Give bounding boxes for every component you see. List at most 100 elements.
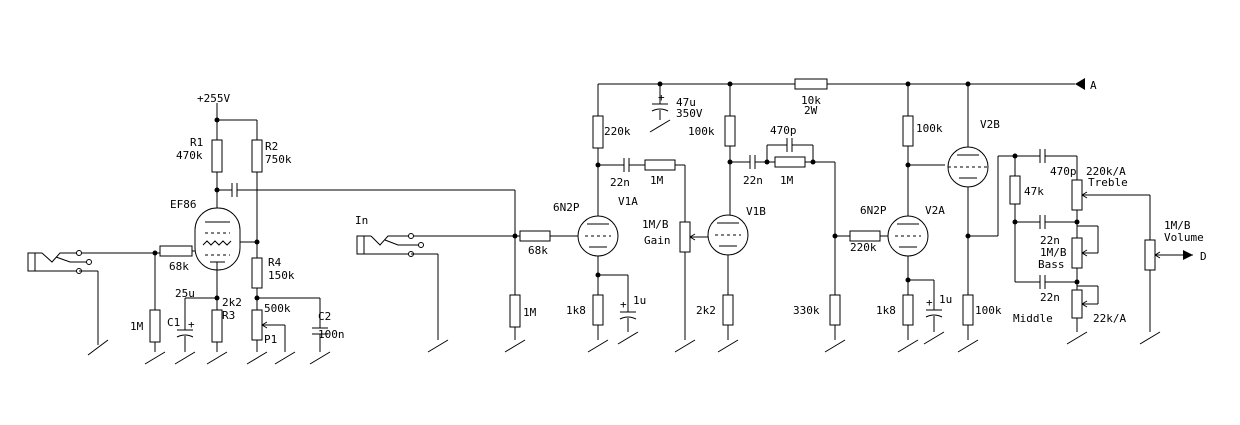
label-22n-v1b: 22n — [743, 174, 763, 187]
label-gain-val: 1M/B — [642, 218, 669, 231]
label-b-plus: +255V — [197, 92, 230, 105]
label-6n2p-v1: 6N2P — [553, 201, 580, 214]
input-jack-2 — [356, 233, 424, 257]
label-treble-pot: 220k/A — [1086, 165, 1126, 178]
label-v2b: V2B — [980, 118, 1000, 131]
label-volume-name: Volume — [1164, 231, 1204, 244]
resistor-47k — [1009, 175, 1021, 205]
label-p1-val: 500k — [264, 302, 291, 315]
label-a: A — [1090, 79, 1097, 92]
label-1k8-v1a: 1k8 — [566, 304, 586, 317]
label-1m-v1b: 1M — [780, 174, 794, 187]
resistor-330k — [829, 294, 841, 326]
resistor-10k-2w — [794, 78, 828, 90]
label-1m-v1a-out: 1M — [650, 174, 664, 187]
label-treble-name: Treble — [1088, 176, 1128, 189]
triode-v2a — [887, 215, 929, 257]
ef86-pentode — [194, 207, 241, 271]
arrow-a — [1075, 78, 1085, 90]
resistor-1m-v1b — [774, 156, 806, 168]
label-470p-bright: 470p — [770, 124, 797, 137]
label-2w: 2W — [804, 104, 818, 117]
label-1u-v2a: 1u — [939, 293, 952, 306]
label-d: D — [1200, 250, 1207, 263]
resistor-1k8-v2a — [902, 294, 914, 326]
label-r4-val: 150k — [268, 269, 295, 282]
label-100k-v2a: 100k — [916, 122, 943, 135]
resistor-2k2-v1b — [722, 294, 734, 326]
input-jack-1 — [27, 250, 92, 274]
label-68k-grid: 68k — [169, 260, 189, 273]
resistor-220k-v1a — [592, 115, 604, 149]
resistor-68k-grid — [159, 245, 193, 257]
resistor-100k-v2a — [902, 115, 914, 147]
resistor-1m-gain — [644, 159, 676, 171]
label-68k-v1a: 68k — [528, 244, 548, 257]
pot-gain — [679, 221, 691, 253]
label-ef86: EF86 — [170, 198, 197, 211]
label-c2-name: C2 — [318, 310, 331, 323]
label-1k8-v2a: 1k8 — [876, 304, 896, 317]
resistor-100k-v2b — [962, 294, 974, 326]
label-r2-val: 750k — [265, 153, 292, 166]
pot-bass — [1071, 237, 1083, 269]
resistor-1k8-v1a — [592, 294, 604, 326]
triode-v1b — [707, 214, 749, 256]
label-v2a: V2A — [925, 204, 945, 217]
label-c1-name: C1 — [167, 316, 180, 329]
label-1m-v1a-leak: 1M — [523, 306, 537, 319]
label-in: In — [355, 214, 368, 227]
label-22n-mid: 22n — [1040, 291, 1060, 304]
label-middle-name: Middle — [1013, 312, 1053, 325]
label-330k: 330k — [793, 304, 820, 317]
label-220k-v1a: 220k — [604, 125, 631, 138]
svg-text:+: + — [188, 318, 195, 331]
pot-volume — [1144, 239, 1156, 271]
label-c1-val: 25u — [175, 287, 195, 300]
label-22n-v1a: 22n — [610, 176, 630, 189]
label-350v: 350V — [676, 107, 703, 120]
label-gain-name: Gain — [644, 234, 671, 247]
label-1u-v1a: 1u — [633, 294, 646, 307]
label-r2-name: R2 — [265, 140, 278, 153]
resistor-220k-v2a — [849, 230, 881, 242]
resistor-100k-v1b — [724, 115, 736, 147]
label-r1-val: 470k — [176, 149, 203, 162]
label-bass-pot: 1M/B — [1040, 246, 1067, 259]
label-r4-name: R4 — [268, 256, 282, 269]
label-6n2p-v2: 6N2P — [860, 204, 887, 217]
resistor-1m-input — [149, 309, 161, 343]
label-1m-input: 1M — [130, 320, 144, 333]
resistor-r4 — [251, 257, 263, 289]
resistor-68k-v1a — [519, 230, 551, 242]
label-middle-pot: 22k/A — [1093, 312, 1126, 325]
triode-v1a — [577, 215, 619, 257]
pot-middle — [1071, 289, 1083, 319]
label-470p-treble: 470p — [1050, 165, 1077, 178]
triode-v2b — [947, 146, 989, 188]
resistor-r1 — [211, 139, 223, 173]
label-p1-name: P1 — [264, 333, 277, 346]
label-r3-val: 2k2 — [222, 296, 242, 309]
svg-text:+: + — [620, 298, 627, 311]
arrow-d — [1183, 250, 1193, 260]
pot-treble — [1071, 179, 1083, 211]
svg-text:+: + — [926, 296, 933, 309]
resistor-r2 — [251, 139, 263, 173]
label-v1a: V1A — [618, 195, 638, 208]
label-c2-val: 100n — [318, 328, 345, 341]
label-100k-v2b: 100k — [975, 304, 1002, 317]
label-2k2-v1b: 2k2 — [696, 304, 716, 317]
label-22n-bass: 22n — [1040, 234, 1060, 247]
label-r3-name: R3 — [222, 309, 235, 322]
label-volume-pot: 1M/B — [1164, 219, 1191, 232]
resistor-r3 — [211, 309, 223, 343]
label-47u: 47u — [676, 96, 696, 109]
svg-text:+: + — [658, 91, 665, 104]
pot-p1 — [251, 309, 263, 341]
label-10k: 10k — [801, 94, 821, 107]
label-220k-v2a: 220k — [850, 241, 877, 254]
resistor-1m-v1a-leak — [509, 294, 521, 328]
